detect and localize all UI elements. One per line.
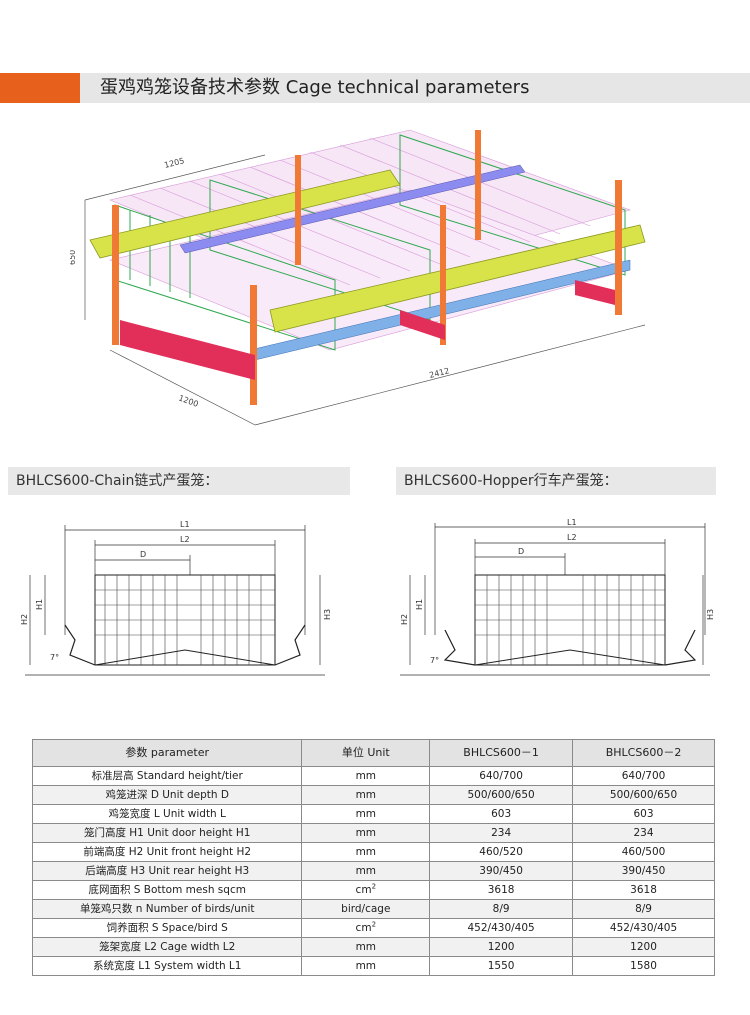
cell-unit: cm2 (301, 880, 431, 900)
cell-param: 笼架宽度 L2 Cage width L2 (31, 937, 303, 957)
table-row: 系统宽度 L1 System width L1 mm 1550 1580 (31, 956, 715, 976)
header-model-2: BHLCS600－2 (572, 739, 715, 767)
dim-top-label: 1205 (163, 156, 185, 170)
section-hopper-header: BHLCS600-Hopper行车产蛋笼： (396, 467, 716, 495)
header-parameter: 参数 parameter (31, 739, 303, 767)
parameters-table: 参数 parameter 单位 Unit BHLCS600－1 BHLCS600… (31, 739, 715, 976)
section-chain-header: BHLCS600-Chain链式产蛋笼： (8, 467, 350, 495)
cell-param: 系统宽度 L1 System width L1 (31, 956, 303, 976)
cell-value-1: 460/520 (429, 842, 574, 862)
hopper-cage-diagram: L1 L2 D H1 H2 H3 7° (400, 518, 715, 676)
cell-unit: cm2 (301, 918, 431, 938)
table-row: 鸡笼宽度 L Unit width L mm 603 603 (31, 804, 715, 824)
cell-value-1: 1550 (429, 956, 574, 976)
chain-H3-label: H3 (323, 609, 332, 620)
cell-param: 鸡笼宽度 L Unit width L (31, 804, 303, 824)
cell-value-2: 390/450 (572, 861, 715, 881)
page-title: 蛋鸡鸡笼设备技术参数 Cage technical parameters (100, 77, 530, 98)
section-header: 蛋鸡鸡笼设备技术参数 Cage technical parameters (0, 73, 750, 103)
cell-unit: mm (301, 823, 431, 843)
table-row: 后端高度 H3 Unit rear height H3 mm 390/450 3… (31, 861, 715, 881)
cell-param: 底网面积 S Bottom mesh sqcm (31, 880, 303, 900)
cell-param: 鸡笼进深 D Unit depth D (31, 785, 303, 805)
hopper-angle-label: 7° (430, 656, 439, 665)
cell-param: 饲养面积 S Space/bird S (31, 918, 303, 938)
cell-param: 笼门高度 H1 Unit door height H1 (31, 823, 303, 843)
cell-value-1: 8/9 (429, 899, 574, 919)
chain-angle-label: 7° (50, 653, 59, 662)
cell-unit: mm (301, 937, 431, 957)
cell-value-1: 500/600/650 (429, 785, 574, 805)
hopper-L1-label: L1 (567, 518, 577, 527)
cell-unit: mm (301, 861, 431, 881)
cell-param: 前端高度 H2 Unit front height H2 (31, 842, 303, 862)
dimension-lines (84, 154, 646, 426)
cell-value-1: 390/450 (429, 861, 574, 881)
table-row: 底网面积 S Bottom mesh sqcm cm2 3618 3618 (31, 880, 715, 900)
table-row: 笼架宽度 L2 Cage width L2 mm 1200 1200 (31, 937, 715, 957)
section-chain-title: BHLCS600-Chain链式产蛋笼： (16, 473, 219, 489)
cell-value-2: 452/430/405 (572, 918, 715, 938)
chain-D-label: D (140, 550, 146, 559)
hopper-L2-label: L2 (567, 533, 577, 542)
header-band (80, 73, 750, 103)
cell-unit: mm (301, 766, 431, 786)
chain-L1-label: L1 (180, 520, 190, 529)
hopper-H1-label: H1 (415, 599, 424, 610)
table-row: 饲养面积 S Space/bird S cm2 452/430/405 452/… (31, 918, 715, 938)
table-header-row: 参数 parameter 单位 Unit BHLCS600－1 BHLCS600… (31, 739, 715, 767)
header-unit: 单位 Unit (301, 739, 431, 767)
chain-H2-label: H2 (20, 614, 29, 625)
hopper-H2-label: H2 (400, 614, 409, 625)
hopper-D-label: D (518, 547, 524, 556)
table-row: 前端高度 H2 Unit front height H2 mm 460/520 … (31, 842, 715, 862)
base-bar-2 (400, 310, 445, 340)
cell-value-2: 460/500 (572, 842, 715, 862)
cell-value-2: 8/9 (572, 899, 715, 919)
cell-value-2: 1200 (572, 937, 715, 957)
dim-height-label: 650 (70, 250, 77, 265)
cell-unit: mm (301, 785, 431, 805)
chain-cage-diagram: L1 L2 D H1 H2 H3 7° (20, 520, 332, 676)
cell-value-1: 1200 (429, 937, 574, 957)
cell-value-2: 234 (572, 823, 715, 843)
cell-value-1: 3618 (429, 880, 574, 900)
cell-param: 标准层高 Standard height/tier (31, 766, 303, 786)
base-bar-1 (120, 320, 255, 380)
table-row: 单笼鸡只数 n Number of birds/unit bird/cage 8… (31, 899, 715, 919)
hopper-H3-label: H3 (706, 609, 715, 620)
cell-value-2: 1580 (572, 956, 715, 976)
section-hopper-title: BHLCS600-Hopper行车产蛋笼： (404, 473, 618, 489)
cell-value-1: 640/700 (429, 766, 574, 786)
cell-unit: mm (301, 804, 431, 824)
cell-param: 单笼鸡只数 n Number of birds/unit (31, 899, 303, 919)
chain-L2-label: L2 (180, 535, 190, 544)
table-row: 笼门高度 H1 Unit door height H1 mm 234 234 (31, 823, 715, 843)
rail-purple (179, 164, 526, 254)
cell-value-2: 640/700 (572, 766, 715, 786)
cell-value-1: 452/430/405 (429, 918, 574, 938)
cell-value-2: 3618 (572, 880, 715, 900)
dim-depth-label: 1200 (177, 393, 199, 408)
cell-value-1: 603 (429, 804, 574, 824)
cell-value-2: 603 (572, 804, 715, 824)
cell-unit: mm (301, 956, 431, 976)
feed-trough-back (89, 169, 401, 259)
cell-unit: bird/cage (301, 899, 431, 919)
header-accent-block (0, 73, 80, 103)
cage-3d-illustration: 1205 650 1200 2412 (70, 129, 646, 426)
header-model-1: BHLCS600－1 (429, 739, 574, 767)
cell-value-2: 500/600/650 (572, 785, 715, 805)
cage-mesh (109, 129, 631, 351)
cell-unit: mm (301, 842, 431, 862)
cell-value-1: 234 (429, 823, 574, 843)
cell-param: 后端高度 H3 Unit rear height H3 (31, 861, 303, 881)
table-row: 标准层高 Standard height/tier mm 640/700 640… (31, 766, 715, 786)
feed-trough-front (269, 224, 646, 333)
cage-legs (112, 130, 622, 405)
chain-H1-label: H1 (35, 599, 44, 610)
table-row: 鸡笼进深 D Unit depth D mm 500/600/650 500/6… (31, 785, 715, 805)
base-bar-3 (575, 280, 615, 305)
